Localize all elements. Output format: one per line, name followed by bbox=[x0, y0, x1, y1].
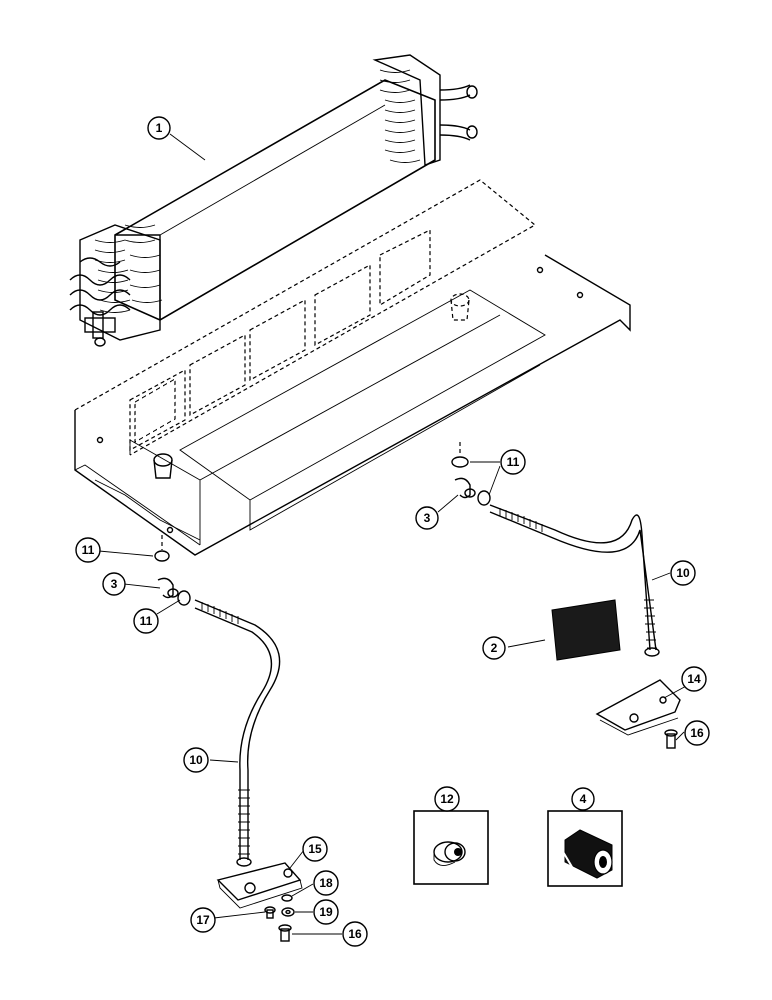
callout-11-upper-left: 11 bbox=[75, 537, 101, 563]
callout-11-lower-left: 11 bbox=[133, 608, 159, 634]
svg-text:16: 16 bbox=[690, 726, 704, 740]
svg-text:10: 10 bbox=[189, 753, 203, 767]
leader-lines bbox=[98, 133, 691, 935]
foam-strip bbox=[551, 599, 621, 661]
callout-19: 19 bbox=[313, 899, 339, 925]
callout-17: 17 bbox=[190, 907, 216, 933]
clamp-left-upper bbox=[154, 535, 170, 562]
elbow-right bbox=[454, 477, 476, 499]
svg-text:1: 1 bbox=[156, 121, 163, 135]
evaporator-core bbox=[69, 54, 478, 347]
svg-text:3: 3 bbox=[111, 577, 118, 591]
callout-3-right: 3 bbox=[415, 506, 439, 530]
callout-12: 12 bbox=[434, 786, 460, 812]
elbow-left bbox=[157, 577, 179, 599]
svg-text:2: 2 bbox=[491, 641, 498, 655]
callout-10-right: 10 bbox=[670, 560, 696, 586]
svg-text:4: 4 bbox=[580, 792, 587, 806]
svg-text:15: 15 bbox=[308, 842, 322, 856]
clamp-right-hose bbox=[477, 490, 491, 506]
svg-text:10: 10 bbox=[676, 566, 690, 580]
screw-16-left bbox=[278, 924, 292, 942]
callout-18: 18 bbox=[313, 870, 339, 896]
callout-15: 15 bbox=[302, 836, 328, 862]
svg-text:11: 11 bbox=[140, 614, 153, 628]
svg-text:16: 16 bbox=[348, 927, 362, 941]
svg-text:18: 18 bbox=[319, 876, 333, 890]
callout-3-left: 3 bbox=[102, 572, 126, 596]
callout-16-right: 16 bbox=[684, 720, 710, 746]
svg-text:19: 19 bbox=[319, 905, 333, 919]
svg-text:11: 11 bbox=[507, 455, 520, 469]
callout-1: 1 bbox=[147, 116, 171, 140]
evaporator-housing bbox=[74, 179, 631, 556]
svg-text:17: 17 bbox=[196, 913, 210, 927]
svg-text:12: 12 bbox=[440, 792, 454, 806]
callout-4: 4 bbox=[571, 787, 595, 811]
callout-16-left: 16 bbox=[342, 921, 368, 947]
clamp-upper-right bbox=[451, 442, 469, 468]
clamp-left-hose bbox=[177, 590, 191, 606]
inset-box-4 bbox=[547, 810, 623, 887]
washer-19 bbox=[281, 907, 295, 917]
inset-box-12 bbox=[413, 810, 489, 885]
drain-hose-left bbox=[194, 599, 281, 867]
callout-11-upper-right: 11 bbox=[500, 449, 526, 475]
drain-hose-right bbox=[489, 504, 660, 657]
callout-2: 2 bbox=[482, 636, 506, 660]
screw-17 bbox=[264, 906, 276, 919]
bracket-left bbox=[216, 862, 303, 909]
svg-text:3: 3 bbox=[424, 511, 431, 525]
bracket-right bbox=[595, 679, 681, 736]
svg-text:14: 14 bbox=[687, 672, 701, 686]
callout-14: 14 bbox=[681, 666, 707, 692]
screw-right bbox=[664, 729, 678, 749]
washer-18 bbox=[281, 894, 293, 902]
svg-text:11: 11 bbox=[82, 543, 95, 557]
callout-10-left: 10 bbox=[183, 747, 209, 773]
